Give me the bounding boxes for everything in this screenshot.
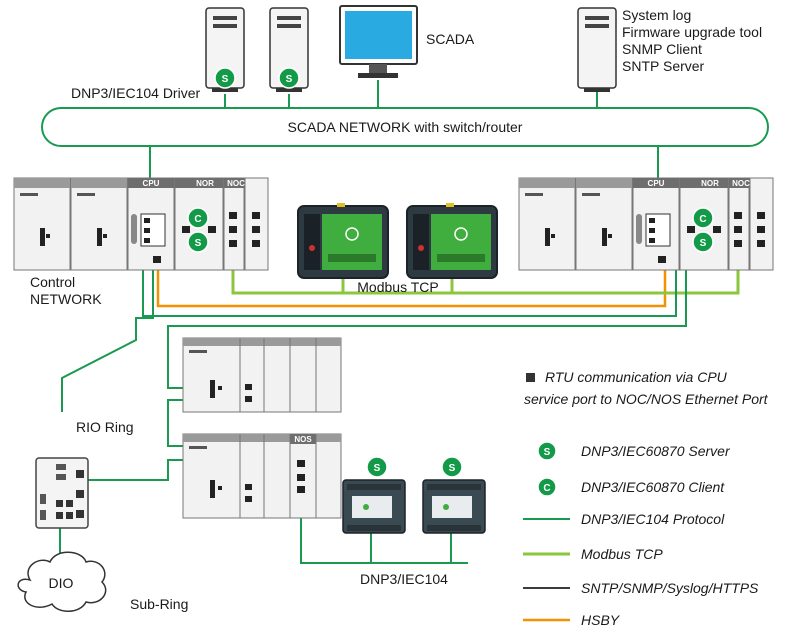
left-noc-module: NOC (223, 177, 269, 271)
svg-text:S: S (374, 463, 381, 474)
legend-client: C DNP3/IEC60870 Client (537, 477, 725, 497)
scada-network-label: SCADA NETWORK with switch/router (288, 119, 523, 135)
right-nor-label: NOR (701, 179, 719, 188)
right-noc-label: NOC (732, 179, 750, 188)
legend: S DNP3/IEC60870 Server C DNP3/IEC60870 C… (523, 441, 759, 628)
rtu-device-1 (342, 479, 406, 534)
svg-text:S: S (449, 463, 456, 474)
right-server-badge: S (692, 231, 714, 253)
legend-hsby: HSBY (523, 612, 621, 628)
sub-ring-label: Sub-Ring (130, 596, 188, 612)
scada-monitor (339, 5, 418, 78)
right-plc-rack: CPU NOR NOC (518, 177, 774, 271)
system-log-label: System log (622, 7, 691, 23)
snmp-client-label: SNMP Client (622, 41, 702, 57)
legend-sntp: SNTP/SNMP/Syslog/HTTPS (523, 580, 759, 596)
rtu-device-2 (422, 479, 486, 534)
sntp-server-label: SNTP Server (622, 58, 705, 74)
nos-label: NOS (294, 435, 312, 444)
syslog-server (577, 7, 617, 92)
right-client-badge: C (692, 207, 714, 229)
rio-ring-label: RIO Ring (76, 419, 134, 435)
right-noc-module: NOC (728, 177, 774, 271)
svg-text:S: S (700, 238, 707, 249)
note-line-2: service port to NOC/NOS Ethernet Port (524, 391, 769, 407)
link-rio-top (167, 240, 687, 389)
left-server-badge: S (187, 231, 209, 253)
connection-lines (59, 80, 740, 564)
legend-modbus-label: Modbus TCP (581, 546, 663, 562)
legend-dnp3-label: DNP3/IEC104 Protocol (581, 511, 725, 527)
ethernet-switch (35, 457, 89, 529)
svg-text:C: C (194, 214, 201, 225)
server-2 (269, 7, 309, 92)
rtu-server-badge-1: S (366, 456, 388, 478)
dnp3-iec104-bottom-label: DNP3/IEC104 (360, 571, 448, 587)
control-network-label-1: Control (30, 274, 75, 290)
dio-label: DIO (49, 575, 74, 591)
legend-client-label: DNP3/IEC60870 Client (581, 479, 725, 495)
left-nor-label: NOR (196, 179, 214, 188)
left-client-badge: C (187, 207, 209, 229)
rio-drop-1 (182, 337, 342, 413)
left-psu-1 (13, 177, 71, 271)
link-rio-mid (167, 399, 183, 447)
svg-text:S: S (544, 447, 551, 458)
link-switch-rio (86, 459, 183, 481)
legend-sntp-label: SNTP/SNMP/Syslog/HTTPS (581, 580, 759, 596)
legend-hsby-label: HSBY (581, 612, 621, 628)
note-line-1: RTU communication via CPU (545, 369, 728, 385)
rtu-server-badge-2: S (441, 456, 463, 478)
firmware-tool-label: Firmware upgrade tool (622, 24, 762, 40)
right-cpu-label: CPU (648, 179, 665, 188)
svg-text:S: S (222, 74, 229, 85)
link-control-loop (142, 230, 677, 317)
legend-server: S DNP3/IEC60870 Server (537, 441, 731, 461)
note-bullet (526, 373, 535, 382)
legend-server-label: DNP3/IEC60870 Server (581, 443, 731, 459)
svg-text:S: S (195, 238, 202, 249)
svg-text:C: C (543, 483, 550, 494)
scada-network-ring (41, 107, 769, 147)
modbus-tcp-label: Modbus TCP (357, 279, 438, 295)
scada-label: SCADA (426, 31, 475, 47)
left-psu-2 (70, 177, 128, 271)
rio-drop-2: NOS (182, 433, 342, 519)
svg-text:S: S (286, 74, 293, 85)
legend-dnp3-protocol: DNP3/IEC104 Protocol (523, 511, 725, 527)
link-cpu-switch (61, 262, 154, 412)
hmi-panel-1 (297, 203, 389, 279)
dnp3-driver-label: DNP3/IEC104 Driver (71, 85, 200, 101)
link-hsby (156, 250, 667, 308)
left-noc-label: NOC (227, 179, 245, 188)
right-nor-module: NOR (679, 177, 729, 271)
legend-modbus: Modbus TCP (523, 546, 663, 562)
server-badge-1: S (214, 67, 236, 89)
left-cpu-module: CPU (127, 177, 175, 271)
svg-text:C: C (699, 214, 706, 225)
right-psu-1 (518, 177, 576, 271)
control-network-label-2: NETWORK (30, 291, 102, 307)
right-psu-2 (575, 177, 633, 271)
left-cpu-label: CPU (143, 179, 160, 188)
right-cpu-module: CPU (632, 177, 680, 271)
left-plc-rack: CPU NOR NOC (13, 177, 269, 271)
hmi-panel-2 (406, 203, 498, 279)
server-badge-2: S (278, 67, 300, 89)
dio-cloud (17, 551, 107, 612)
